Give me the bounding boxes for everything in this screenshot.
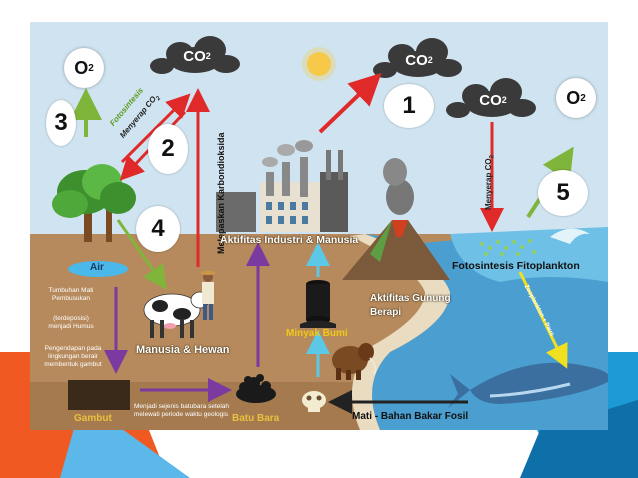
step-number-2: 2 bbox=[148, 124, 188, 174]
person-icon bbox=[200, 271, 216, 320]
label-minyak-bumi: Minyak Bumi bbox=[286, 328, 348, 339]
volcano-icon bbox=[342, 158, 450, 280]
label-aktifitas-industri: Aktifitas Industri & Manusia bbox=[220, 234, 359, 246]
label-gambut: Gambut bbox=[74, 413, 112, 424]
note-menjadi-batubara: Menjadi sejenis batubara setelah melewat… bbox=[134, 402, 230, 418]
tree-icon bbox=[52, 164, 136, 242]
note-tumbuhan-mati: Tumbuhan Mati Pembusukan bbox=[48, 286, 94, 302]
step-number-1: 1 bbox=[384, 84, 434, 128]
co2-cloud-icon-2 bbox=[373, 38, 462, 78]
note-pengendapan: Pengendapan pada lingkungan berair membe… bbox=[44, 344, 102, 368]
coal-pile-icon bbox=[236, 374, 276, 403]
corner-darkblue-shape bbox=[520, 400, 638, 478]
whale-icon bbox=[448, 362, 608, 408]
arrow-yellow-plankton-down bbox=[518, 271, 568, 369]
mammoth-icon bbox=[332, 343, 377, 380]
label-menyerap-co2-right: Menyerap CO2 bbox=[484, 155, 496, 210]
oil-barrel-icon bbox=[300, 280, 336, 328]
peat-block bbox=[68, 380, 130, 410]
diagram-artwork bbox=[30, 22, 608, 430]
label-batu-bara: Batu Bara bbox=[232, 413, 280, 424]
label-aktifitas-gunung-berapi: Aktifitas Gunung Berapi bbox=[370, 293, 451, 318]
step-number-4: 4 bbox=[136, 206, 180, 252]
phytoplankton-dots bbox=[480, 239, 536, 256]
label-mati-bahan-bakar-fosil: Mati - Bahan Bakar Fosil bbox=[352, 411, 469, 422]
sun-icon bbox=[307, 52, 331, 76]
arrow-red-industry-up bbox=[318, 72, 382, 134]
step-number-5: 5 bbox=[538, 170, 588, 216]
water-pond bbox=[68, 261, 128, 277]
shore bbox=[350, 234, 450, 430]
wave bbox=[550, 228, 590, 244]
label-fotosintesis-fitoplankton: Fotosintesis Fitoplankton bbox=[452, 260, 580, 272]
arrow-green-tree-to-cow bbox=[116, 219, 167, 290]
fossil-skull-icon bbox=[302, 391, 326, 412]
co2-cloud-icon-1 bbox=[150, 36, 240, 74]
step-number-3: 3 bbox=[46, 100, 76, 146]
factory-icon bbox=[216, 140, 348, 232]
co2-cloud-icon-3 bbox=[446, 78, 536, 118]
label-air: Air bbox=[90, 262, 104, 273]
label-manusia-hewan: Manusia & Hewan bbox=[136, 344, 230, 356]
note-terdeposisi: (terdeposisi) menjadi Humus bbox=[48, 314, 94, 330]
